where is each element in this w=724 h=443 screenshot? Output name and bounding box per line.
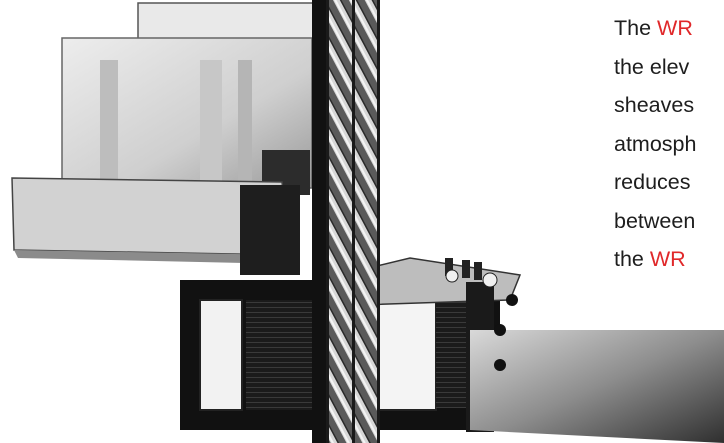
text-line-5: reduces <box>614 170 691 194</box>
text-line-2: the elev <box>614 54 690 79</box>
text-line-6: between <box>614 208 696 233</box>
product-name-mention: WR <box>649 247 686 271</box>
mounting-bracket <box>359 257 724 443</box>
description-text: The WR the elev sheaves atmosph reduces … <box>614 8 724 308</box>
product-name-mention: WR <box>657 16 693 40</box>
text-line-3: sheaves <box>614 93 695 117</box>
text-line-4: atmosph <box>614 131 697 156</box>
text-line-1: The WR <box>614 16 693 40</box>
wire-ropes <box>312 0 380 443</box>
text-line-7: the WR <box>614 247 686 271</box>
upper-housing <box>11 2 339 275</box>
